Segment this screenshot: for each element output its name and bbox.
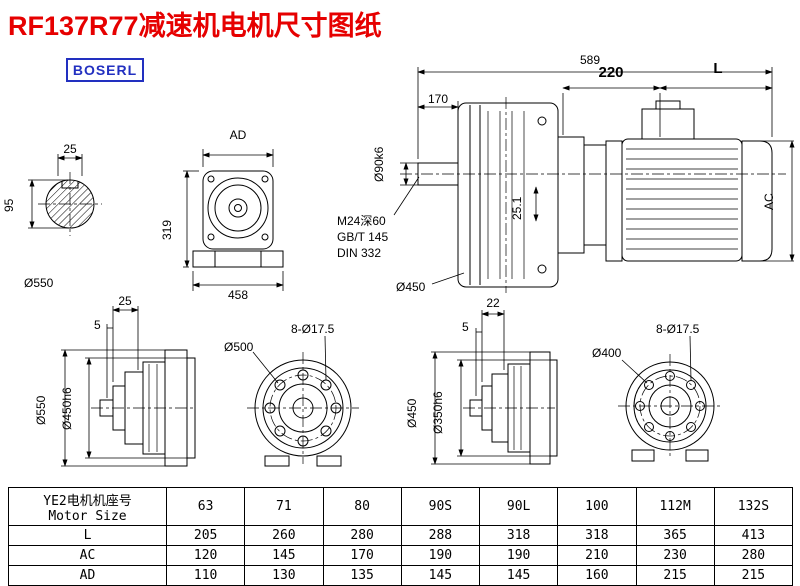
note-tapped-hole: M24深60 [337,214,386,228]
dim-a-spigot-dia: Ø450h6 [60,387,74,430]
size-header: 63 [165,487,246,526]
leader-lines [621,335,692,384]
table-cell: 288 [400,525,481,546]
table-row-ac: AC 120 145 170 190 190 210 230 280 [8,545,794,566]
table-cell: 190 [478,545,559,566]
note-gbt-standard: GB/T 145 [337,230,389,244]
dim-b-outer-dia: Ø450 [405,398,419,428]
dim-shaft-fit: Ø90k6 [372,146,386,182]
table-cell: 365 [635,525,715,546]
table-cell: 215 [635,565,715,586]
table-cell: 130 [244,565,324,586]
motor-size-table: YE2电机机座号 Motor Size 63 71 80 90S 90L 100… [8,487,794,586]
table-row-ad: AD 110 130 135 145 145 160 215 215 [8,565,794,586]
table-cell: 170 [322,545,402,566]
assembly-side-view [393,67,795,293]
table-cell: 135 [322,565,402,586]
leader-lines [252,335,327,384]
dim-b-spigot-dia: Ø350h6 [431,391,445,434]
table-cell: 318 [557,525,637,546]
table-cell: 145 [244,545,324,566]
table-cell: 413 [713,525,794,546]
table-cell: 145 [478,565,559,586]
table-cell: 280 [713,545,794,566]
dim-bolt-circle-a: Ø500 [224,340,254,354]
dim-a-25: 25 [118,294,132,308]
table-cell: 318 [478,525,559,546]
dim-lines [431,310,557,465]
size-header: 71 [244,487,324,526]
dim-overall-length: 589 [579,53,601,67]
shaft-section [38,172,102,236]
dim-gearbox-width: 458 [227,288,249,302]
gearbox-front-view [183,149,284,291]
brand-logo: BOSERL [66,58,144,82]
table-row-l: L 205 260 280 288 318 318 365 413 [8,525,794,546]
row-label: L [8,525,167,546]
dim-a-5: 5 [94,318,101,332]
page-title: RF137R77减速机电机尺寸图纸 [8,11,382,41]
row-label: AD [8,565,167,586]
table-cell: 160 [557,565,637,586]
flange [625,361,715,462]
reducer-flange-side-view-a [61,306,196,467]
table-header-en: Motor Size [48,508,127,524]
reducer-flange-side-view-b [431,310,558,465]
table-cell: 210 [557,545,637,566]
dim-key-height: 25.1 [510,196,524,220]
table-cell: 205 [165,525,246,546]
terminal-box [641,108,695,140]
row-label: AC [8,545,167,566]
flange-face-view-a [247,335,359,467]
dim-lines [61,306,195,467]
size-header: 112M [635,487,715,526]
dim-lines [183,149,284,291]
size-header: 132S [713,487,794,526]
note-bolt-holes-b: 8-Ø17.5 [656,322,700,336]
size-header: 90S [400,487,481,526]
dim-shaft-width: 25 [63,142,77,156]
dim-shaft-length: 170 [427,92,449,106]
table-cell: 215 [713,565,794,586]
table-cell: 230 [635,545,715,566]
input-shaft [393,162,459,216]
flange [254,359,352,467]
table-header-cn: YE2电机机座号 [43,493,132,509]
table-cell: 280 [322,525,402,546]
dim-shaft-height: 95 [2,198,16,212]
table-cell: 145 [400,565,481,586]
size-header: 80 [322,487,402,526]
table-cell: 260 [244,525,324,546]
table-header-row: YE2电机机座号 Motor Size 63 71 80 90S 90L 100… [8,487,794,526]
table-cell: 190 [400,545,481,566]
note-bolt-holes-a: 8-Ø17.5 [291,322,335,336]
motor [621,100,773,262]
table-header-motor-size: YE2电机机座号 Motor Size [8,487,167,526]
size-header: 90L [478,487,559,526]
dim-ad: AD [229,128,247,142]
table-cell: 110 [165,565,246,586]
dim-adapter-length: 220 [598,64,624,81]
dim-b-5: 5 [462,320,469,334]
size-header: 100 [557,487,637,526]
shaft-end-section-view [28,154,102,236]
reducer-body [99,349,196,467]
dim-motor-length: L [713,60,723,77]
flange-face-view-b [618,335,722,462]
dim-output-flange-dia: Ø450 [396,280,426,294]
dim-gearbox-height: 319 [160,219,174,240]
housing [192,170,284,268]
dim-lines [28,154,83,229]
dim-a-outer-dia: Ø550 [34,395,48,425]
dim-shaft-diameter: Ø550 [24,276,54,290]
note-din-standard: DIN 332 [337,246,382,260]
dim-lines [400,67,795,262]
table-cell: 120 [165,545,246,566]
dim-b-22: 22 [486,296,500,310]
dim-motor-diameter: AC [762,193,776,210]
dim-bolt-circle-b: Ø400 [592,346,622,360]
gearbox-housing [431,102,559,288]
motor-adapter [557,136,623,262]
